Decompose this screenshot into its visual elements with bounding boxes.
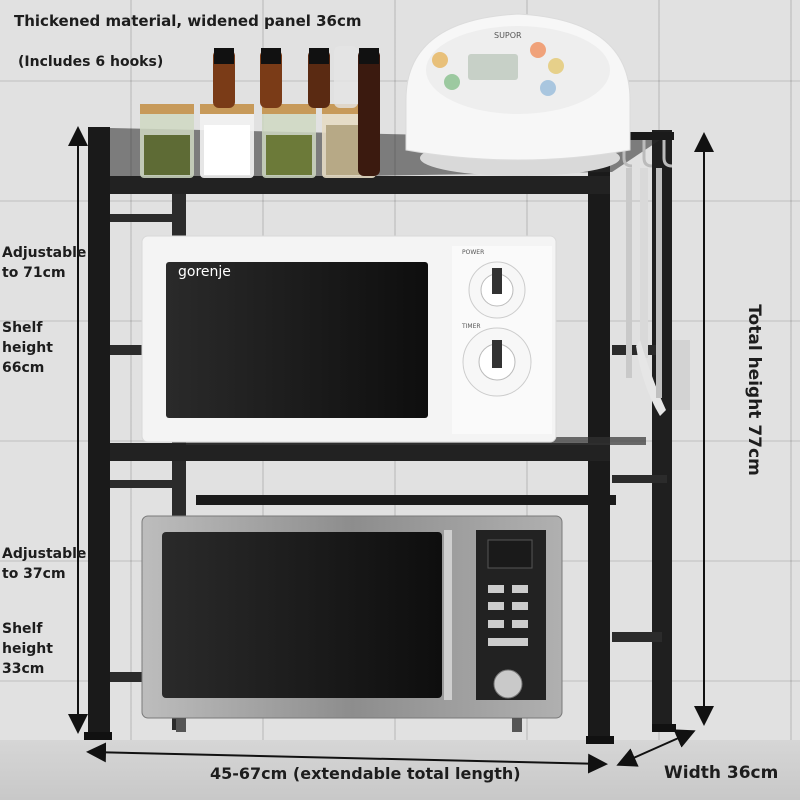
shelf-upper-line3: 66cm <box>2 360 45 376</box>
bottle-icon <box>334 46 358 108</box>
shelf-upper-line2: height <box>2 340 53 356</box>
microwave-brand: gorenje <box>178 264 231 280</box>
bottle-icon <box>308 50 330 108</box>
rice-cooker-brand: SUPOR <box>494 31 522 40</box>
hook-icon <box>622 140 633 168</box>
dimension-arrow-icon <box>616 729 696 767</box>
shelf-lower-line1: Shelf <box>2 621 43 637</box>
hook-icon <box>662 140 673 168</box>
white-microwave: gorenje POWER TIMER <box>141 235 557 443</box>
shelf-height-lower: Shelf height 33cm <box>2 619 53 679</box>
headline: Thickened material, widened panel 36cm <box>14 12 362 30</box>
bottle-icon <box>213 50 235 108</box>
power-label: POWER <box>462 249 484 256</box>
dimension-arrow-icon <box>86 742 608 774</box>
adjustable-lower-line2: to 37cm <box>2 566 66 582</box>
shelf-lower-line2: height <box>2 641 53 657</box>
width-label: Width 36cm <box>664 763 779 783</box>
adjustable-upper-line1: Adjustable <box>2 245 87 261</box>
spice-jars <box>140 46 380 178</box>
hooks-with-utensils <box>612 132 690 416</box>
hook-icon <box>642 140 653 168</box>
dial-icon <box>493 669 523 699</box>
shelf-height-upper: Shelf height 66cm <box>2 318 53 378</box>
dimension-arrows <box>68 126 714 774</box>
adjustable-upper-line2: to 71cm <box>2 265 66 281</box>
length-label: 45-67cm (extendable total length) <box>210 764 521 783</box>
steel-microwave <box>141 515 563 732</box>
adjustable-upper: Adjustable to 71cm <box>2 243 86 283</box>
adjustable-lower: Adjustable to 37cm <box>2 544 86 584</box>
rice-cooker: SUPOR <box>405 13 631 176</box>
shelf-upper-line1: Shelf <box>2 320 43 336</box>
bottle-icon <box>260 50 282 108</box>
hooks-note: (Includes 6 hooks) <box>18 54 164 70</box>
bottle-icon <box>358 50 380 176</box>
total-height-label: Total height 77cm <box>743 304 764 476</box>
adjustable-lower-line1: Adjustable <box>2 546 87 562</box>
timer-label: TIMER <box>461 323 481 330</box>
shelf-lower-line3: 33cm <box>2 661 45 677</box>
